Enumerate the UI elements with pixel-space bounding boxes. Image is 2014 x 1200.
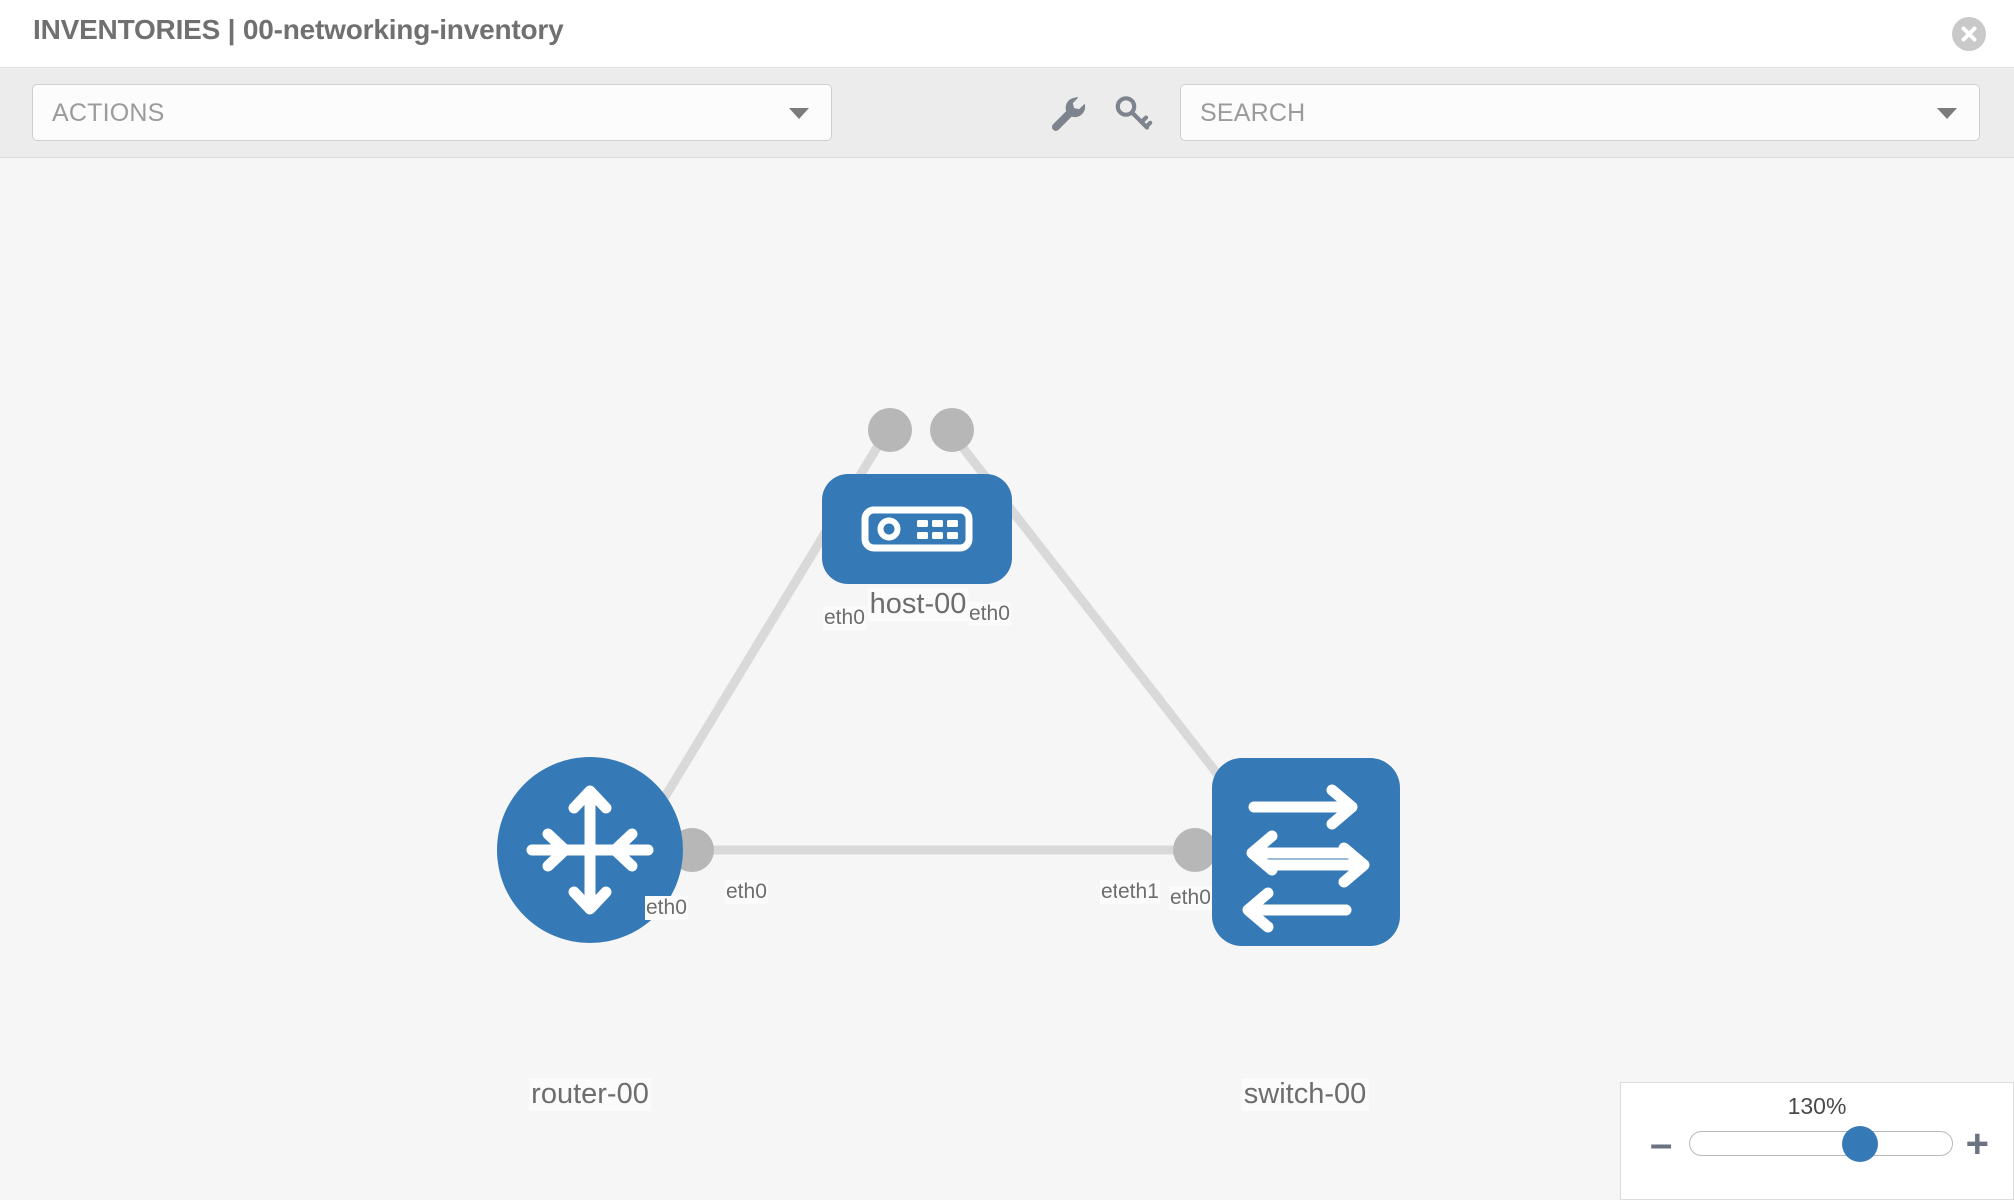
- topology-graph: [497, 408, 1400, 946]
- wrench-icon[interactable]: [1046, 92, 1088, 134]
- actions-dropdown[interactable]: ACTIONS: [32, 84, 832, 141]
- node-host-00[interactable]: [822, 474, 1012, 584]
- zoom-control-panel: 130% – +: [1620, 1082, 2014, 1200]
- zoom-slider-thumb[interactable]: [1842, 1126, 1879, 1162]
- chevron-down-icon: [789, 107, 809, 119]
- search-input[interactable]: SEARCH: [1180, 84, 1980, 141]
- zoom-out-button[interactable]: –: [1650, 1122, 1673, 1166]
- node-router-00[interactable]: [497, 757, 683, 943]
- port-switch-left: [1173, 828, 1217, 872]
- node-switch-00[interactable]: [1212, 758, 1400, 946]
- chevron-down-icon: [1937, 107, 1957, 119]
- iface-label-router-to-host: eth0: [645, 896, 688, 920]
- topology-canvas[interactable]: host-00 router-00 switch-00 eth0 eth0 et…: [0, 158, 2014, 1200]
- port-host-right: [930, 408, 974, 452]
- toolbar: ACTIONS SEARCH: [0, 68, 2014, 158]
- key-icon[interactable]: [1112, 92, 1154, 134]
- iface-label-router-to-switch: eth0: [725, 880, 768, 904]
- node-label-host-00: host-00: [867, 588, 969, 621]
- zoom-slider-track[interactable]: [1689, 1126, 1953, 1162]
- zoom-level-value: 130%: [1787, 1093, 1847, 1119]
- window-header: INVENTORIES | 00-networking-inventory: [0, 0, 2014, 68]
- close-icon[interactable]: [1952, 17, 1986, 51]
- iface-label-switch-to-host: eth0: [1169, 886, 1212, 910]
- iface-label-host-to-switch: eth0: [968, 602, 1011, 626]
- page-title: INVENTORIES | 00-networking-inventory: [33, 14, 564, 45]
- node-label-switch-00: switch-00: [1241, 1078, 1369, 1111]
- port-host-left: [868, 408, 912, 452]
- node-label-router-00: router-00: [529, 1078, 651, 1111]
- iface-label-switch-to-router: eth1: [1117, 880, 1160, 904]
- zoom-in-button[interactable]: +: [1965, 1122, 1989, 1166]
- actions-dropdown-label: ACTIONS: [52, 99, 165, 127]
- search-placeholder: SEARCH: [1200, 99, 1306, 127]
- iface-label-host-to-router: eth0: [823, 606, 866, 630]
